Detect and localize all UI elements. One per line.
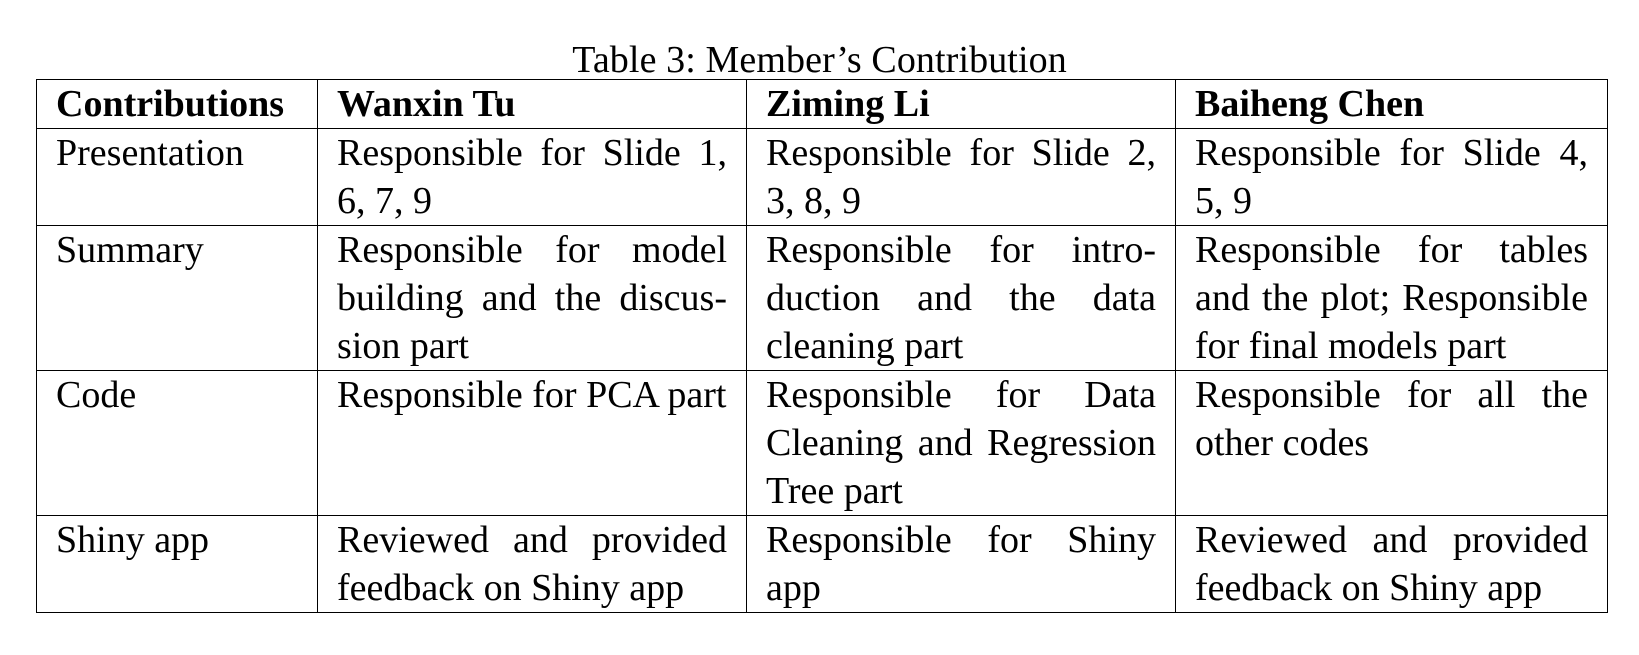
- column-header-contributions: Contributions: [36, 79, 318, 129]
- cell-summary-ziming-li: Responsible for intro­duction and the da…: [746, 225, 1176, 371]
- cell-shiny-app-ziming-li: Responsible for Shiny app: [746, 515, 1176, 613]
- table-row-shiny-app: Shiny app Reviewed and provided feedback…: [36, 515, 1608, 613]
- cell-code-ziming-li: Responsible for Data Cleaning and Regres…: [746, 370, 1176, 516]
- table-row-summary: Summary Responsible for model building a…: [36, 225, 1608, 371]
- cell-summary-wanxin-tu: Responsible for model building and the d…: [317, 225, 747, 371]
- table-row-presentation: Presentation Responsible for Slide 1, 6,…: [36, 128, 1608, 226]
- cell-presentation-baiheng-chen: Responsible for Slide 4, 5, 9: [1175, 128, 1608, 226]
- row-label-presentation: Presentation: [36, 128, 318, 226]
- row-label-shiny-app: Shiny app: [36, 515, 318, 613]
- cell-code-baiheng-chen: Responsible for all the other codes: [1175, 370, 1608, 516]
- cell-presentation-ziming-li: Responsible for Slide 2, 3, 8, 9: [746, 128, 1176, 226]
- cell-summary-baiheng-chen: Responsible for tables and the plot; Res…: [1175, 225, 1608, 371]
- column-header-ziming-li: Ziming Li: [746, 79, 1176, 129]
- table-header-row: Contributions Wanxin Tu Ziming Li Baihen…: [36, 79, 1608, 129]
- column-header-wanxin-tu: Wanxin Tu: [317, 79, 747, 129]
- cell-shiny-app-baiheng-chen: Reviewed and provided feedback on Shiny …: [1175, 515, 1608, 613]
- cell-shiny-app-wanxin-tu: Reviewed and provided feedback on Shiny …: [317, 515, 747, 613]
- cell-presentation-wanxin-tu: Responsible for Slide 1, 6, 7, 9: [317, 128, 747, 226]
- table-caption: Table 3: Member’s Contribution: [572, 39, 1067, 81]
- cell-code-wanxin-tu: Responsible for PCA part: [317, 370, 747, 516]
- column-header-baiheng-chen: Baiheng Chen: [1175, 79, 1608, 129]
- row-label-summary: Summary: [36, 225, 318, 371]
- table-row-code: Code Responsible for PCA part Responsibl…: [36, 370, 1608, 516]
- row-label-code: Code: [36, 370, 318, 516]
- contribution-table: Contributions Wanxin Tu Ziming Li Baihen…: [36, 79, 1608, 613]
